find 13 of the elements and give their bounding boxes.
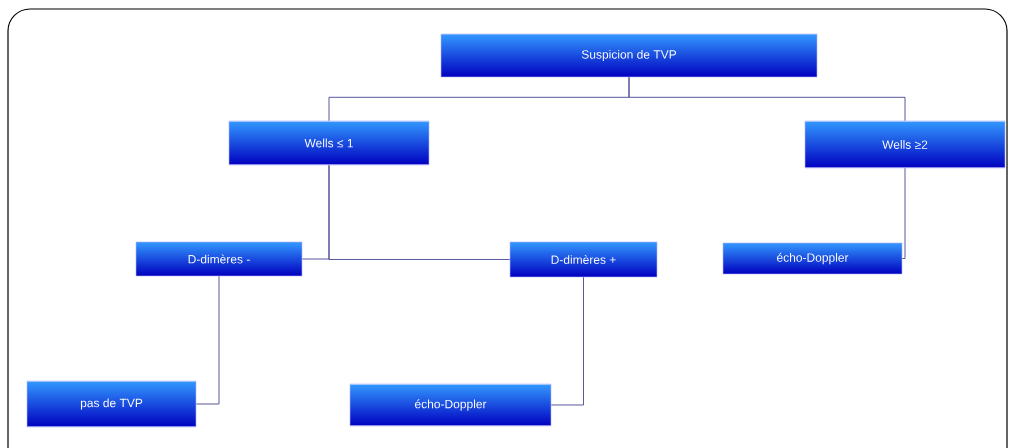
process-box: pas de TVP — [26, 380, 197, 428]
process-box: écho-Doppler — [722, 242, 903, 275]
process-box: écho-Doppler — [349, 383, 552, 427]
process-box: D-dimères - — [135, 241, 303, 277]
connector — [328, 164, 511, 260]
connector — [550, 276, 584, 406]
process-box: Suspicion de TVP — [440, 33, 818, 78]
process-box: Wells ≤ 1 — [228, 120, 430, 166]
connector — [195, 275, 220, 405]
connector — [901, 167, 906, 259]
process-box: D-dimères + — [509, 241, 658, 278]
process-box: Wells ≥2 — [804, 120, 1006, 169]
connector — [628, 76, 906, 122]
